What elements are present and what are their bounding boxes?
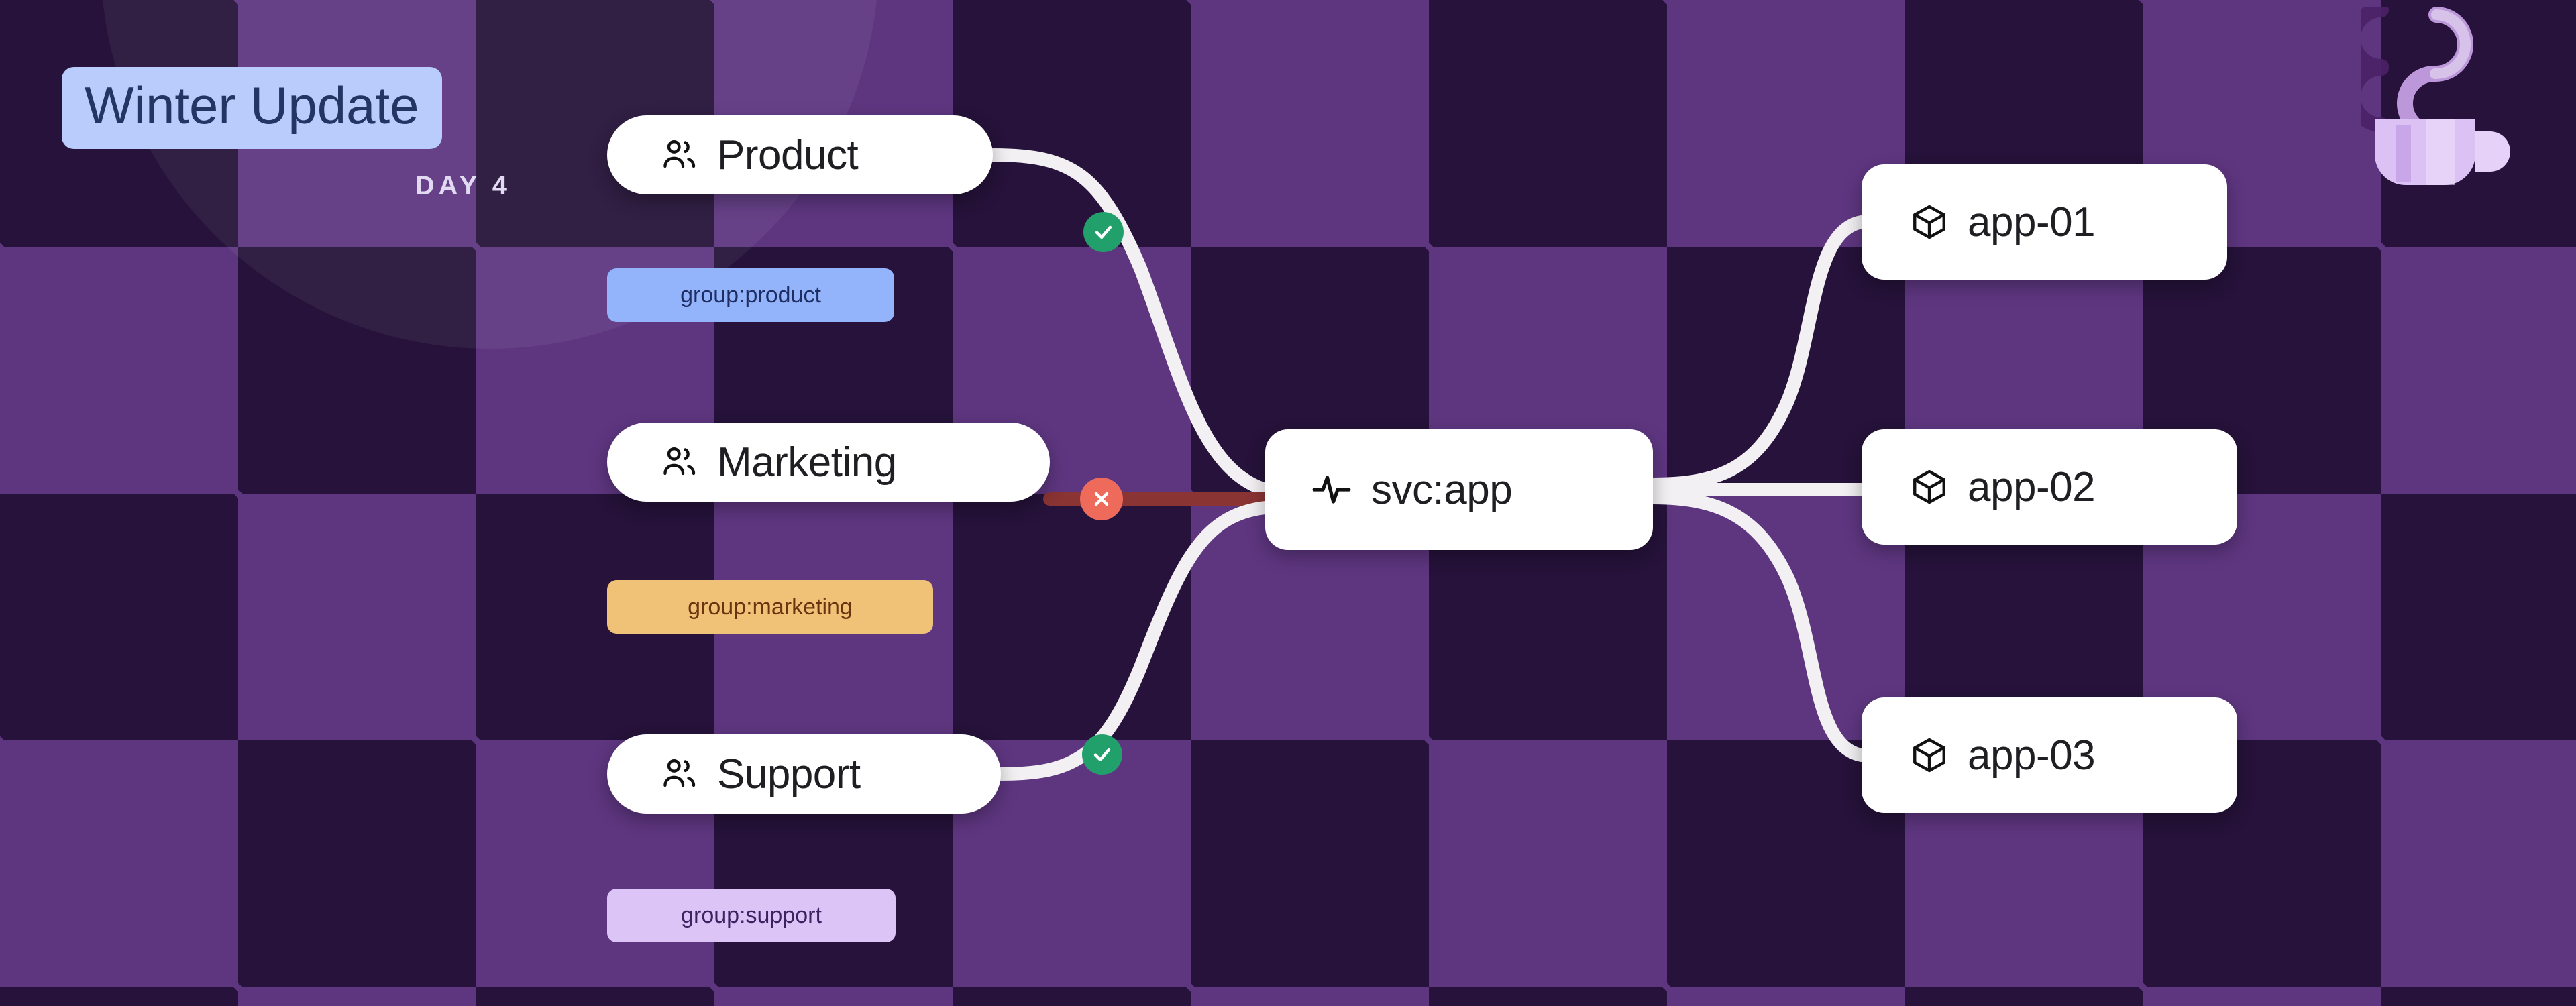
edge-product-to-svc: [986, 148, 1272, 496]
node-label: app-03: [1968, 732, 2096, 779]
node-label: Marketing: [717, 439, 897, 486]
edge-support-to-svc: [994, 501, 1272, 781]
node-group-product[interactable]: Product: [607, 115, 993, 194]
edge-svc-to-app-03: [1646, 491, 1868, 762]
node-instance-app-03[interactable]: app-03: [1862, 697, 2237, 813]
day-counter: DAY 4: [415, 171, 511, 201]
node-label: Product: [717, 131, 859, 178]
page-title: Winter Update: [62, 67, 442, 149]
edge-status-badge-marketing-error[interactable]: [1080, 478, 1123, 520]
edge-svc-to-app-01: [1646, 215, 1868, 491]
node-label: app-01: [1968, 199, 2096, 245]
node-label: app-02: [1968, 463, 2096, 510]
tag-group-product[interactable]: group:product: [607, 268, 894, 322]
node-instance-app-02[interactable]: app-02: [1862, 429, 2237, 545]
edge-status-badge-product-ok[interactable]: [1083, 212, 1124, 252]
activity-pulse-icon: [1311, 469, 1352, 510]
node-group-support[interactable]: Support: [607, 734, 1001, 814]
node-service-svc-app[interactable]: svc:app: [1265, 429, 1653, 550]
cube-icon: [1910, 736, 1949, 775]
tag-group-support[interactable]: group:support: [607, 889, 896, 942]
cube-icon: [1910, 203, 1949, 241]
users-icon: [659, 443, 698, 482]
edge-status-badge-support-ok[interactable]: [1082, 734, 1122, 775]
users-icon: [659, 754, 698, 793]
cube-icon: [1910, 467, 1949, 506]
node-instance-app-01[interactable]: app-01: [1862, 164, 2227, 280]
node-group-marketing[interactable]: Marketing: [607, 423, 1050, 502]
tag-group-marketing[interactable]: group:marketing: [607, 580, 933, 634]
coffee-mug-logo: [2361, 7, 2510, 185]
node-label: svc:app: [1371, 466, 1513, 513]
node-label: Support: [717, 750, 861, 797]
users-icon: [659, 135, 698, 174]
